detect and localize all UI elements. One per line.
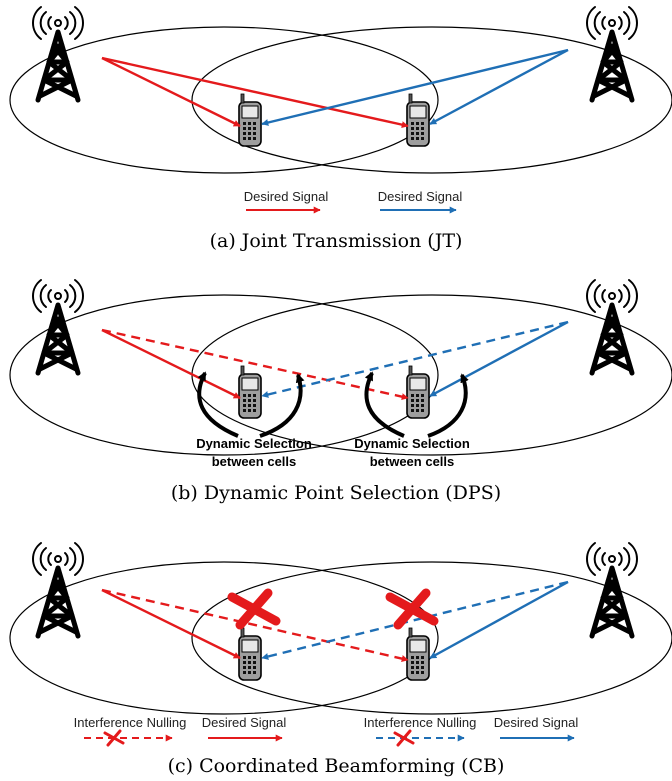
caption-b: (b) Dynamic Point Selection (DPS)	[171, 482, 501, 504]
cross-icon	[393, 729, 415, 747]
cell-left-ellipse	[9, 561, 439, 715]
selection-arrow	[259, 373, 305, 438]
selection-arrow	[364, 371, 405, 438]
interference-arrow	[261, 580, 569, 660]
inactive-signal-arrow	[101, 328, 409, 401]
legend-label: Interference Nulling	[74, 715, 187, 730]
desired-signal-arrow	[101, 588, 241, 660]
dynamic-selection-label: Dynamic Selection	[354, 436, 470, 451]
interference-arrow	[101, 588, 409, 663]
legend-label: Desired Signal	[202, 715, 287, 730]
phone-icon	[238, 93, 262, 147]
tower-icon	[33, 543, 83, 636]
tower-icon	[587, 7, 637, 100]
legend-label: Desired Signal	[494, 715, 579, 730]
phone-icon	[238, 365, 262, 419]
cross-icon	[232, 593, 276, 625]
cell-left-ellipse	[9, 294, 439, 456]
dynamic-selection-label: between cells	[212, 454, 297, 469]
cell-right-ellipse	[191, 26, 672, 174]
legend-label: Interference Nulling	[364, 715, 477, 730]
panel-c: Interference Nulling Desired Signal Inte…	[9, 543, 672, 777]
desired-signal-arrow	[429, 48, 569, 126]
desired-signal-arrow	[101, 328, 241, 400]
inactive-signal-arrow	[261, 320, 569, 398]
cell-right-ellipse	[191, 294, 672, 456]
legend-label: Desired Signal	[378, 189, 463, 204]
selection-arrow	[197, 371, 239, 438]
tower-icon	[587, 543, 637, 636]
caption-a: (a) Joint Transmission (JT)	[210, 230, 463, 252]
phone-icon	[406, 93, 430, 147]
tower-icon	[33, 7, 83, 100]
panel-a: Desired Signal Desired Signal (a) Joint …	[9, 7, 672, 252]
phone-icon	[406, 365, 430, 419]
desired-signal-arrow	[101, 56, 241, 128]
desired-signal-arrow	[429, 320, 569, 398]
panel-b: Dynamic Selection between cells Dynamic …	[9, 280, 672, 504]
cell-right-ellipse	[191, 561, 672, 715]
desired-signal-arrow	[101, 56, 409, 129]
legend-label: Desired Signal	[244, 189, 329, 204]
dynamic-selection-label: between cells	[370, 454, 455, 469]
phone-icon	[406, 627, 430, 681]
dynamic-selection-label: Dynamic Selection	[196, 436, 312, 451]
tower-icon	[587, 280, 637, 373]
desired-signal-arrow	[261, 48, 569, 126]
cross-icon	[390, 593, 434, 625]
selection-arrow	[427, 373, 469, 438]
tower-icon	[33, 280, 83, 373]
desired-signal-arrow	[429, 580, 569, 660]
cell-left-ellipse	[9, 26, 439, 174]
caption-c: (c) Coordinated Beamforming (CB)	[168, 755, 505, 777]
phone-icon	[238, 627, 262, 681]
